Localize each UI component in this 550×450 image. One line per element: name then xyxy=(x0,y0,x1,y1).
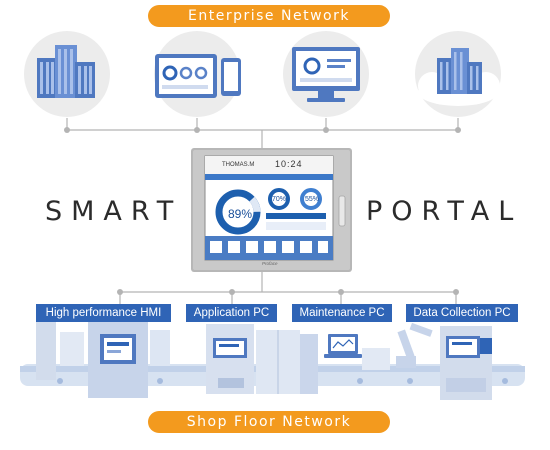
data-collection-cabinet xyxy=(440,326,492,400)
smart-word: SMART xyxy=(45,196,183,227)
tag-data-collection-pc: Data Collection PC xyxy=(406,304,518,322)
tablet-phone-icon xyxy=(155,54,241,98)
application-pc-cabinet xyxy=(206,324,318,394)
shop-floor-connectors xyxy=(119,272,457,304)
hmi-brand-logo: Proface xyxy=(262,261,278,266)
server-cluster-icon xyxy=(37,45,95,98)
hmi-clock: 10:24 xyxy=(275,159,303,169)
shop-floor-network-label: Shop Floor Network xyxy=(148,411,390,433)
enterprise-network-label: Enterprise Network xyxy=(148,5,390,27)
hmi-device xyxy=(191,148,352,272)
enterprise-connectors xyxy=(66,118,459,148)
hmi-gauge-a-value: 70% xyxy=(272,196,287,203)
hmi-user-name: THOMAS.M xyxy=(222,162,255,168)
hmi-machine xyxy=(36,322,170,398)
tag-high-performance-hmi: High performance HMI xyxy=(36,304,171,322)
desktop-monitor-icon xyxy=(292,47,360,102)
tag-maintenance-pc: Maintenance PC xyxy=(292,304,392,322)
hmi-gauge-b-value: 55% xyxy=(305,196,320,203)
cloud-server-icon xyxy=(418,48,500,106)
portal-word: PORTAL xyxy=(366,196,523,227)
tag-application-pc: Application PC xyxy=(186,304,277,322)
robot-arm xyxy=(396,322,433,368)
hmi-main-gauge-value: 89% xyxy=(228,207,253,221)
maintenance-laptop xyxy=(324,334,390,370)
